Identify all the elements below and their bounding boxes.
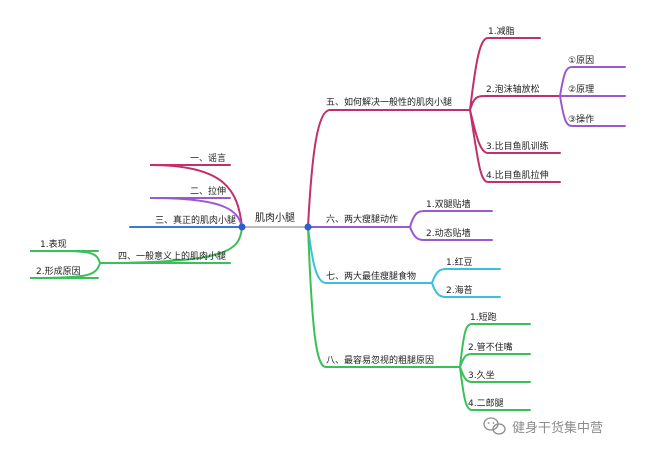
connector-foam-1 <box>559 66 626 97</box>
moves-child-1: 1.双腿贴墙 <box>426 198 471 210</box>
center-node-left <box>238 223 246 231</box>
connector-causes-2 <box>459 353 531 368</box>
general-child-2: 2.形成原因 <box>36 265 81 277</box>
moves-child-2: 2.动态贴墙 <box>426 227 471 239</box>
branch-causes-label: 八、最容易忽视的粗腿原因 <box>326 354 434 366</box>
general-child-1: 1.表现 <box>40 238 67 250</box>
branch-foods-label: 七、两大最佳瘦腿食物 <box>326 270 416 282</box>
connector-causes-1 <box>459 323 531 368</box>
solve-child-fat: 1.减脂 <box>488 25 515 37</box>
foods-child-1: 1.红豆 <box>446 256 473 268</box>
solve-child-flounder-train: 3.比目鱼肌训练 <box>486 140 549 152</box>
foam-sub-2: ②原理 <box>568 84 594 95</box>
branch-moves-label: 六、两大瘦腿动作 <box>326 213 398 225</box>
center-label: 肌肉小腿 <box>255 211 295 224</box>
causes-child-4: 4.二郎腿 <box>468 397 504 409</box>
branch-rumor-label: 一、谣言 <box>190 152 226 164</box>
branch-stretch-label: 二、拉伸 <box>190 185 226 197</box>
connector-solve-2 <box>469 95 561 111</box>
center-node-right <box>304 223 312 231</box>
connector-moves-2 <box>409 226 493 241</box>
causes-child-3: 3.久坐 <box>468 369 495 381</box>
connector-general-2 <box>29 262 101 279</box>
causes-child-2: 2.管不住嘴 <box>468 341 513 353</box>
connector-foods-2 <box>431 282 501 298</box>
connector-general-1 <box>29 249 101 264</box>
foods-child-2: 2.海苔 <box>446 284 473 296</box>
connector-rumor <box>149 164 243 228</box>
branch-general-label: 四、一般意义上的肌肉小腿 <box>118 250 226 262</box>
connector-causes-4 <box>459 366 531 411</box>
foam-sub-1: ①原因 <box>568 55 594 66</box>
connector-solve <box>307 109 471 228</box>
connector-foam-3 <box>559 95 626 127</box>
foam-sub-3: ③操作 <box>568 113 594 125</box>
wechat-icon <box>483 417 506 435</box>
solve-child-foam: 2.泡沫轴放松 <box>486 83 540 95</box>
watermark-text: 健身干货集中营 <box>512 420 603 436</box>
connector-causes <box>307 226 461 368</box>
connector-foods-1 <box>431 268 501 284</box>
branch-real-label: 三、真正的肌肉小腿 <box>155 214 236 226</box>
branch-solve-label: 五、如何解决一般性的肌肉小腿 <box>326 96 452 108</box>
connector-solve-1 <box>469 37 541 111</box>
connector-moves-1 <box>409 210 493 228</box>
connector-stretch <box>149 197 243 228</box>
solve-child-flounder-stretch: 4.比目鱼肌拉伸 <box>486 169 549 181</box>
connector-general <box>99 226 243 264</box>
connector-solve-4 <box>469 109 561 183</box>
causes-child-1: 1.短跑 <box>470 311 497 323</box>
